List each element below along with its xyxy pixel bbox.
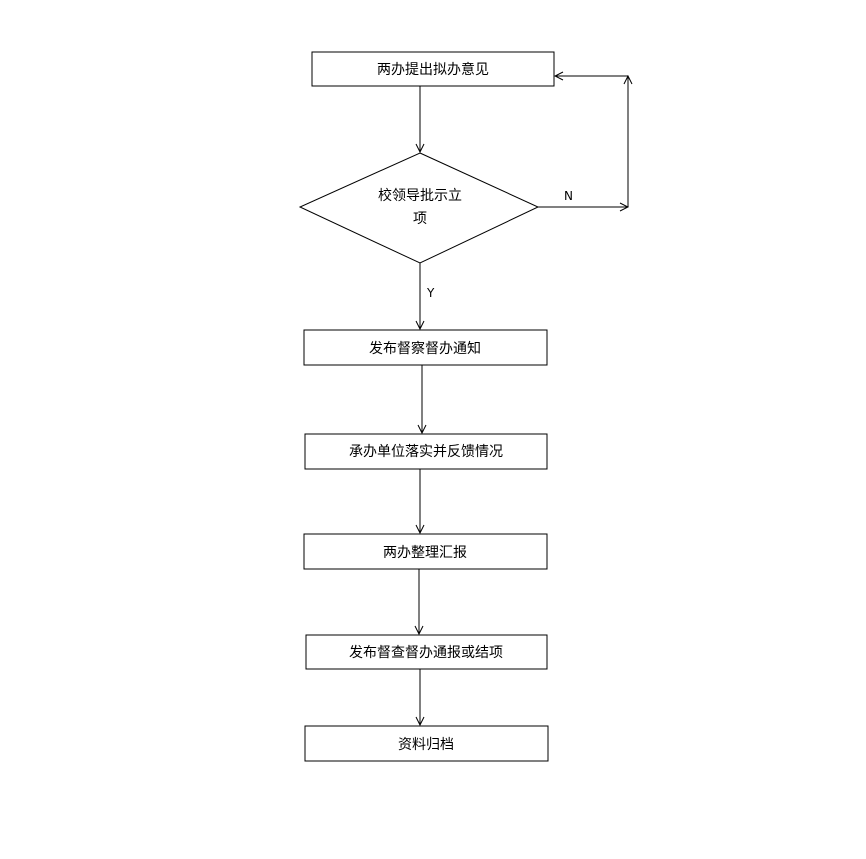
decision-label-line2: 项 bbox=[413, 211, 427, 227]
step-5-box bbox=[305, 634, 548, 670]
step-5-label: 发布督查督办通报或结项 bbox=[349, 645, 503, 661]
step-1-box bbox=[311, 51, 555, 87]
label-yes: Y bbox=[426, 286, 435, 300]
step-1-label: 两办提出拟办意见 bbox=[377, 61, 489, 78]
decision-label-line1: 校领导批示立 bbox=[378, 187, 462, 204]
step-4-label: 两办整理汇报 bbox=[383, 545, 467, 561]
step-4-box bbox=[303, 533, 548, 570]
decision-diamond bbox=[298, 152, 540, 264]
label-no: N bbox=[564, 189, 573, 203]
step-2-box bbox=[303, 329, 548, 366]
step-3-box bbox=[304, 433, 548, 470]
step-2-label: 发布督察督办通知 bbox=[369, 340, 481, 357]
step-6-box bbox=[304, 725, 549, 762]
step-6-label: 资料归档 bbox=[398, 736, 454, 753]
step-3-label: 承办单位落实并反馈情况 bbox=[349, 444, 503, 460]
